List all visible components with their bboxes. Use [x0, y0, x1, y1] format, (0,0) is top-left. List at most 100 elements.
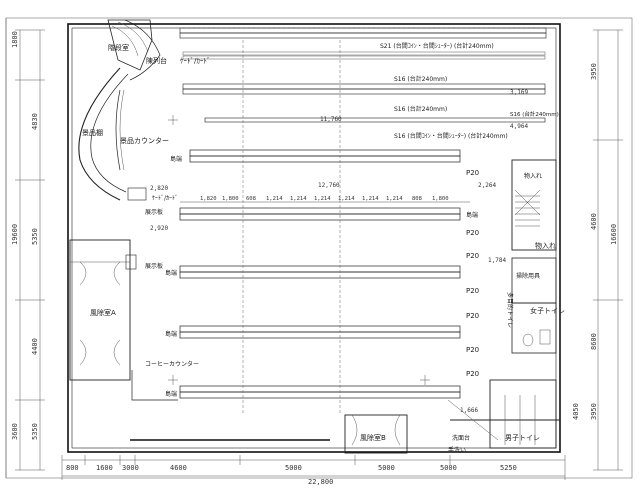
dim-spacing-2: 1,800 [222, 196, 239, 202]
curved-prize-shelf: 景品棚 景品カウンター [78, 67, 169, 270]
row-s16-g: 島端 P20 [165, 370, 479, 399]
coffee-counter-label: コーヒーカウンター [145, 360, 199, 368]
dim-right-1: 3950 [590, 63, 598, 80]
p20-label-7: P20 [466, 370, 479, 378]
wind-room-a-label: 風除室A [90, 308, 116, 317]
dim-spacing-4: 1,214 [266, 196, 283, 202]
dim-spacing-6: 1,214 [314, 196, 331, 202]
row-s16a-label: S16 (台計240mm) [394, 75, 447, 83]
dim-1666: 1,666 [460, 407, 478, 414]
dim-2920: 2,920 [150, 225, 168, 232]
row-s21-label: S21 (台間ｺｲﾝ・台間ｼｭｰﾀｰ) (台計240mm) [380, 42, 494, 50]
dim-12760: 12,760 [318, 182, 340, 189]
display-box-label: 展示板 [145, 208, 163, 216]
row-s16c-label: S16 (台間ｺｲﾝ・台間ｼｭｰﾀｰ) (台計240mm) [394, 132, 508, 140]
row-s21: S21 (台間ｺｲﾝ・台間ｼｭｰﾀｰ) (台計240mm) ｹｰﾄﾞ/ｶｰﾄﾞ [179, 27, 547, 65]
dim-spacing-7: 1,214 [338, 196, 355, 202]
island-end-4: 島端 [165, 330, 177, 338]
row-s16-e: 島端 P20 1,784 P20 [165, 252, 506, 295]
bottom-dimension-chain: 800 1600 3000 4600 5000 5000 5000 5250 2… [61, 455, 566, 486]
dim-left-7: 3600 [11, 423, 19, 440]
row-s16-side-label: S16 (台計240mm) [510, 110, 559, 118]
p20-label-6: P20 [466, 346, 479, 354]
p20-label-4: P20 [466, 287, 479, 295]
dim-left-6: 5350 [31, 423, 39, 440]
dim-bottom-4: 4600 [170, 464, 187, 472]
machine-rows: S21 (台間ｺｲﾝ・台間ｼｭｰﾀｰ) (台計240mm) ｹｰﾄﾞ/ｶｰﾄﾞ … [145, 27, 559, 415]
dim-left-1: 1800 [11, 31, 19, 48]
dim-4964: 4,964 [510, 123, 528, 130]
dim-right-2: 4600 [590, 213, 598, 230]
dim-bottom-8: 5250 [500, 464, 517, 472]
coffee-counter: コーヒーカウンター [131, 360, 199, 401]
mens-toilet-label: 男子トイレ [505, 434, 540, 442]
dim-right-6: 4050 [572, 403, 580, 420]
storage-top-label: 物入れ [524, 172, 542, 180]
dim-left-2: 4830 [31, 113, 39, 130]
row-s16-a: S16 (台計240mm) 3,169 [182, 75, 546, 96]
row-s16-d: 展示板 島端 P20 [145, 207, 479, 237]
island-end-5: 島端 [165, 390, 177, 398]
dim-2820: 2,820 [150, 185, 168, 192]
wind-room-b: 風除室B [344, 414, 408, 454]
dim-11760: 11,760 [320, 116, 342, 123]
dim-bottom-3: 3000 [122, 464, 139, 472]
island-end-3: 島端 [165, 269, 177, 277]
dim-spacing-10: 808 [412, 196, 422, 202]
dim-3169: 3,169 [510, 89, 528, 96]
sink-label: 洗面台 [452, 434, 470, 442]
staircase: 階段室 陳列台 [107, 19, 167, 81]
row-s16-f: 島端 P20 P20 [165, 312, 479, 354]
stair-treads [515, 195, 540, 227]
left-dimension-chain: 1800 4830 5350 19600 4400 5350 3600 [11, 29, 45, 471]
dim-bottom-7: 5000 [440, 464, 457, 472]
crosshair-marks [168, 115, 430, 385]
p20-label-3: P20 [466, 252, 479, 260]
hand-wash-label: 手洗い [448, 446, 466, 454]
row-s16-b: S16 (台計240mm) 11,760 S16 (台計240mm) 4,964 [204, 105, 559, 130]
dim-bottom-6: 5000 [378, 464, 395, 472]
dim-left-5: 4400 [31, 338, 39, 355]
dim-left-3: 5350 [31, 228, 39, 245]
p20-label-1: P20 [466, 169, 479, 177]
dim-2264: 2,264 [478, 182, 496, 189]
east-rooms: 物入れ 物入れ 掃除用具 女子トイレ 多目的トイレ [506, 159, 565, 354]
womens-toilet-label: 女子トイレ [530, 306, 565, 315]
dim-spacing-9: 1,214 [386, 196, 403, 202]
hopper-label: ｹｰﾄﾞ/ｶｰﾄﾞ [180, 57, 210, 65]
dim-bottom-2: 1600 [96, 464, 113, 472]
row-s16-c: S16 (台間ｺｲﾝ・台間ｼｭｰﾀｰ) (台計240mm) 島端 P20 2,2… [170, 132, 508, 189]
stairs-label: 階段室 [108, 43, 129, 52]
island-end-2: 島端 [466, 211, 478, 219]
counter-display-label: 陳列台 [146, 56, 167, 65]
dim-right-3: 16600 [610, 224, 618, 245]
multipurpose-label: 多目的トイレ [506, 292, 514, 328]
spacing-dimensions: 1,820 1,800 608 1,214 1,214 1,214 1,214 … [150, 182, 470, 232]
cleaning-label: 掃除用具 [516, 272, 540, 280]
mens-toilet: 男子トイレ 洗面台 手洗い 1,666 [447, 379, 557, 454]
dim-spacing-3: 608 [246, 196, 256, 202]
display-box-label-2: 展示板 [145, 262, 163, 270]
dim-total-width: 22,800 [308, 478, 333, 486]
wind-room-a: 風除室A 展示板 [69, 239, 163, 381]
dim-bottom-1: 800 [66, 464, 79, 472]
dim-spacing-8: 1,214 [362, 196, 379, 202]
shelf-label: 景品棚 [82, 128, 103, 137]
hopper-label-2: ｹｰﾄﾞ/ｶｰﾄﾞ [152, 195, 178, 202]
dim-spacing-11: 1,800 [432, 196, 449, 202]
dim-right-5: 3950 [590, 403, 598, 420]
dim-left-4: 19600 [11, 224, 19, 245]
building-walls [67, 23, 561, 453]
prize-counter-label: 景品カウンター [120, 136, 169, 145]
storage-label: 物入れ [535, 241, 556, 250]
dim-spacing-1: 1,820 [200, 196, 217, 202]
dim-spacing-5: 1,214 [290, 196, 307, 202]
wind-room-b-label: 風除室B [360, 433, 386, 442]
p20-label-2: P20 [466, 229, 479, 237]
p20-label-5: P20 [466, 312, 479, 320]
dim-right-4: 8600 [590, 333, 598, 350]
row-s16b-label: S16 (台計240mm) [394, 105, 447, 113]
island-end-1: 島端 [170, 155, 182, 163]
dim-1784: 1,784 [488, 257, 506, 264]
